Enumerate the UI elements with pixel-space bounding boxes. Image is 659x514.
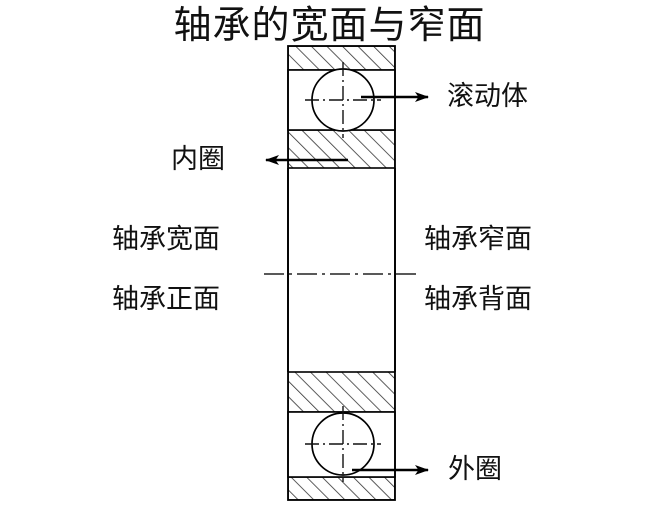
label-bearing-back-face: 轴承背面 (424, 284, 532, 315)
label-bearing-narrow-face: 轴承窄面 (424, 224, 532, 255)
bearing-outline (287, 45, 396, 501)
label-rolling-element: 滚动体 (447, 81, 528, 112)
label-bearing-wide-face: 轴承宽面 (112, 224, 220, 255)
label-outer-ring: 外圈 (448, 454, 502, 485)
label-inner-ring: 内圈 (171, 144, 225, 175)
label-bearing-front-face: 轴承正面 (112, 284, 220, 315)
ball-centerlines (305, 62, 381, 482)
page-title: 轴承的宽面与窄面 (173, 3, 486, 47)
